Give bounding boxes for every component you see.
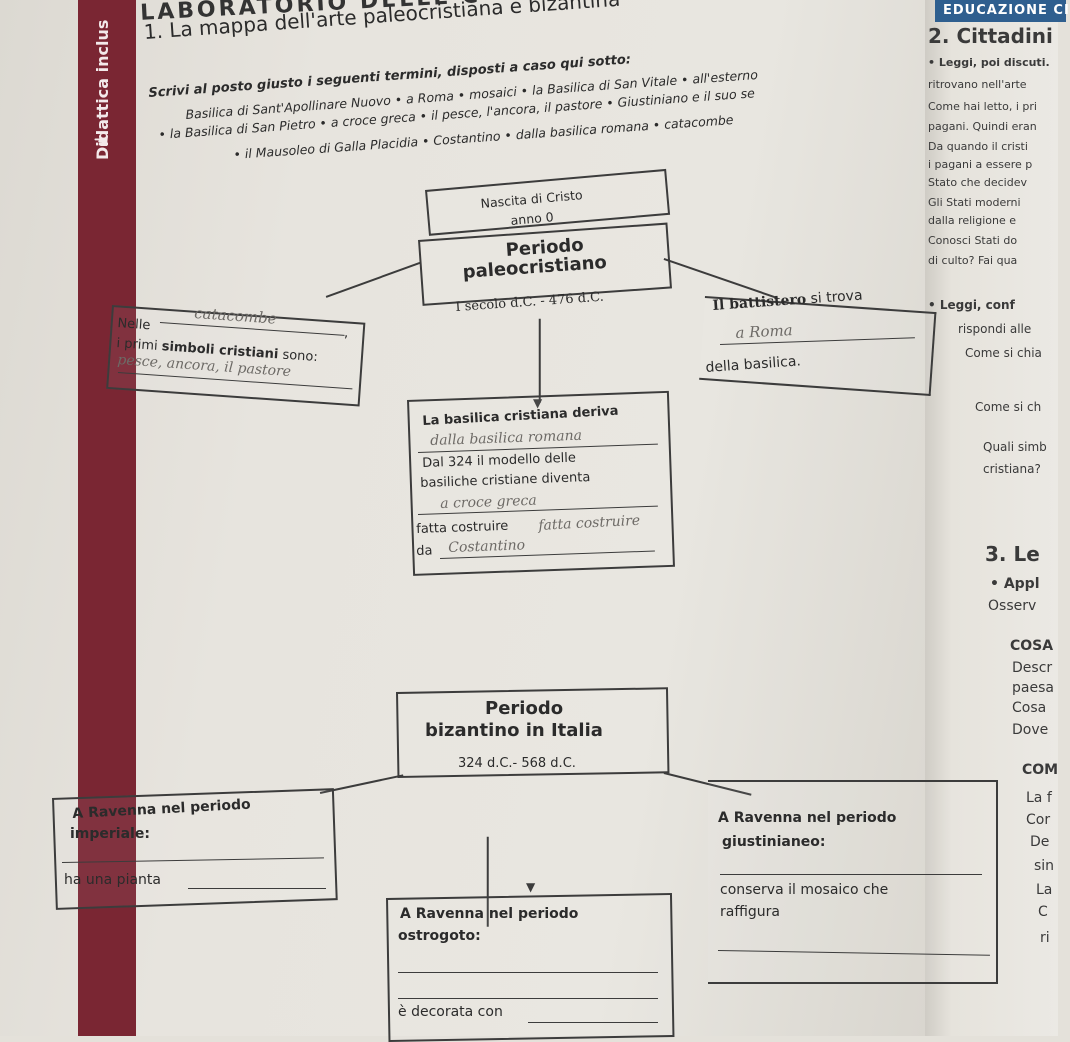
answer-costantino: Costantino [448,537,526,556]
right-bullet-1: • Leggi, poi discuti. [928,56,1050,69]
right-p1-3: Da quando il cristi [928,140,1028,153]
imperiale-line-2: imperiale: [70,826,150,842]
symbols-end: sono: [281,347,319,366]
right-p1-0: ritrovano nell'arte [928,78,1027,91]
giustinianeo-line-4: raffigura [720,904,780,920]
connector-down [539,318,541,403]
right-list1-0: Descr [1012,660,1053,676]
right-p3-2: cristiana? [983,462,1041,476]
giustinianeo-line-3: conserva il mosaico che [720,882,889,898]
right-p1-7: dalla religione e [928,214,1017,227]
symbols-comma: , [344,326,349,341]
right-p3-1: Quali simb [983,440,1047,454]
bizantino-title-2: bizantino in Italia [425,720,603,741]
right-p3-0: Come si ch [975,400,1042,414]
right-list2-3: sin [1034,858,1055,874]
imperiale-line-3: ha una pianta [64,872,161,888]
right-p1-4: i pagani a essere p [928,158,1033,171]
right-page [925,0,1058,1036]
blank-imperiale-2[interactable] [188,888,326,889]
right-list2-2: De [1030,834,1050,850]
blank-ostrogoto-2[interactable] [398,998,658,999]
answer-croce-greca: a croce greca [440,492,537,512]
right-bullet-2: • Leggi, conf [928,298,1015,312]
right-osserv: Osserv [988,598,1037,614]
section-header: EDUCAZIONE CI [935,0,1069,22]
section-2-title: 2. Cittadini [928,24,1053,48]
right-p1-8: Conosci Stati do [928,234,1018,247]
right-list2-4: La [1036,882,1053,898]
blank-ostrogoto-1[interactable] [398,972,658,973]
ostrogoto-line-3: è decorata con [398,1004,503,1020]
basilica-line-4: fatta costruire [416,518,509,537]
answer-roma: a Roma [735,321,794,342]
giustinianeo-box [708,780,998,984]
right-list2-1: Cor [1026,812,1051,828]
right-list2-5: C [1038,904,1048,920]
giustinianeo-line-2: giustinianeo: [722,834,826,850]
right-list1-2: Cosa [1012,700,1047,716]
blank-ostrogoto-3[interactable] [528,1022,658,1023]
right-com: COM [1022,762,1059,778]
blank-giustinianeo-1[interactable] [720,874,982,875]
right-list2-0: La f [1026,790,1052,806]
arrow-down-icon-2: ▼ [526,880,536,894]
right-p1-2: pagani. Quindi eran [928,120,1037,133]
arrow-down-icon: ▼ [533,396,543,410]
right-cosa: COSA [1010,638,1054,654]
ostrogoto-line-2: ostrogoto: [398,928,481,944]
bizantino-dates: 324 d.C.- 568 d.C. [458,756,576,771]
right-p1-6: Gli Stati moderni [928,196,1021,209]
right-p1-5: Stato che decidev [928,176,1027,189]
section-3-title: 3. Le [985,542,1040,566]
hand-icon: ☚ [93,132,110,153]
giustinianeo-line-1: A Ravenna nel periodo [718,810,897,826]
right-list1-3: Dove [1012,722,1049,738]
right-p1-9: di culto? Fai qua [928,254,1018,267]
basilica-line-5: da [416,543,433,559]
symbols-line-1: Nelle [116,316,151,334]
right-appl: • Appl [990,576,1040,592]
ostrogoto-line-1: A Ravenna nel periodo [400,906,579,922]
bizantino-title-1: Periodo [485,698,564,719]
right-p2-1: Come si chia [965,346,1042,360]
right-list1-1: paesa [1012,680,1054,696]
right-list2-6: ri [1040,930,1050,946]
right-p2-0: rispondi alle [958,322,1032,336]
spine-band [78,0,136,1036]
left-page [0,0,925,1036]
symbols-i-primi: i primi [115,336,159,354]
right-p1-1: Come hai letto, i pri [928,100,1037,113]
